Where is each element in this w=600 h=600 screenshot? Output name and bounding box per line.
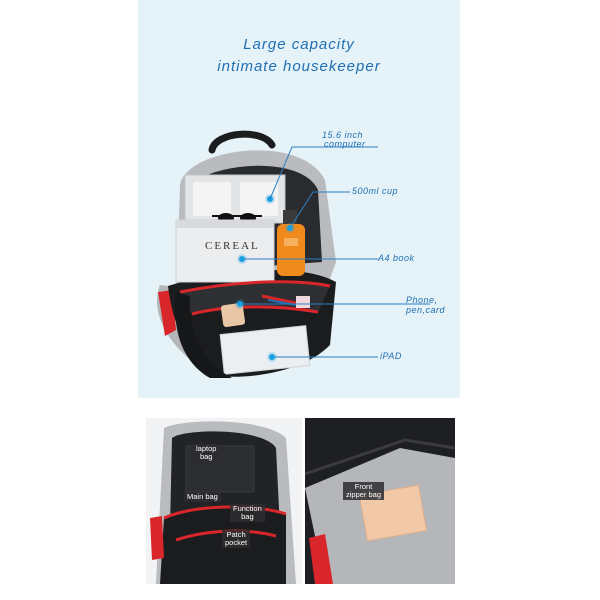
tag-function-bag: Function bag xyxy=(230,504,265,522)
tag-laptop-bag-line-1: laptop xyxy=(196,444,217,453)
hotspot-cup xyxy=(287,225,293,231)
book-cover-title: CEREAL xyxy=(205,240,260,252)
callout-cup: 500ml cup xyxy=(352,186,399,196)
tag-patch-pocket: Patch pocket xyxy=(222,530,251,548)
callout-phone-line-2: pen,card xyxy=(406,305,446,315)
tag-function-bag-line-2: bag xyxy=(241,512,254,521)
tag-main-bag: Main bag xyxy=(184,492,221,502)
detail-front-zipper: Front zipper bag xyxy=(305,418,455,584)
hotspot-book xyxy=(239,256,245,262)
callout-phone-line-1: Phone, xyxy=(406,295,438,305)
hotspot-ipad xyxy=(269,354,275,360)
hotspot-phone xyxy=(237,301,243,307)
tag-function-bag-line-1: Function xyxy=(233,504,262,513)
tag-laptop-bag: laptop bag xyxy=(193,444,220,462)
tag-front-zipper-bag-line-2: zipper bag xyxy=(346,490,382,499)
tag-front-zipper-bag-line-1: Front xyxy=(354,482,373,491)
tag-patch-pocket-line-1: Patch xyxy=(226,530,246,539)
callout-computer-line-2: computer xyxy=(324,139,366,149)
callout-computer-line-1: 15.6 inch xyxy=(322,130,364,140)
open-backpack-illustration xyxy=(150,421,296,584)
headline-line-1: Large capacity xyxy=(243,36,355,53)
callout-book: A4 book xyxy=(378,253,415,263)
tag-patch-pocket-line-2: pocket xyxy=(225,538,248,547)
headline-line-2: intimate housekeeper xyxy=(217,58,381,75)
front-zipper-illustration xyxy=(305,418,455,584)
tag-front-zipper-bag: Front zipper bag xyxy=(343,482,385,500)
detail-open-backpack: laptop bag Main bag Function bag Patch p… xyxy=(146,418,302,584)
tag-laptop-bag-line-2: bag xyxy=(199,452,213,461)
callout-ipad: iPAD xyxy=(380,351,402,361)
